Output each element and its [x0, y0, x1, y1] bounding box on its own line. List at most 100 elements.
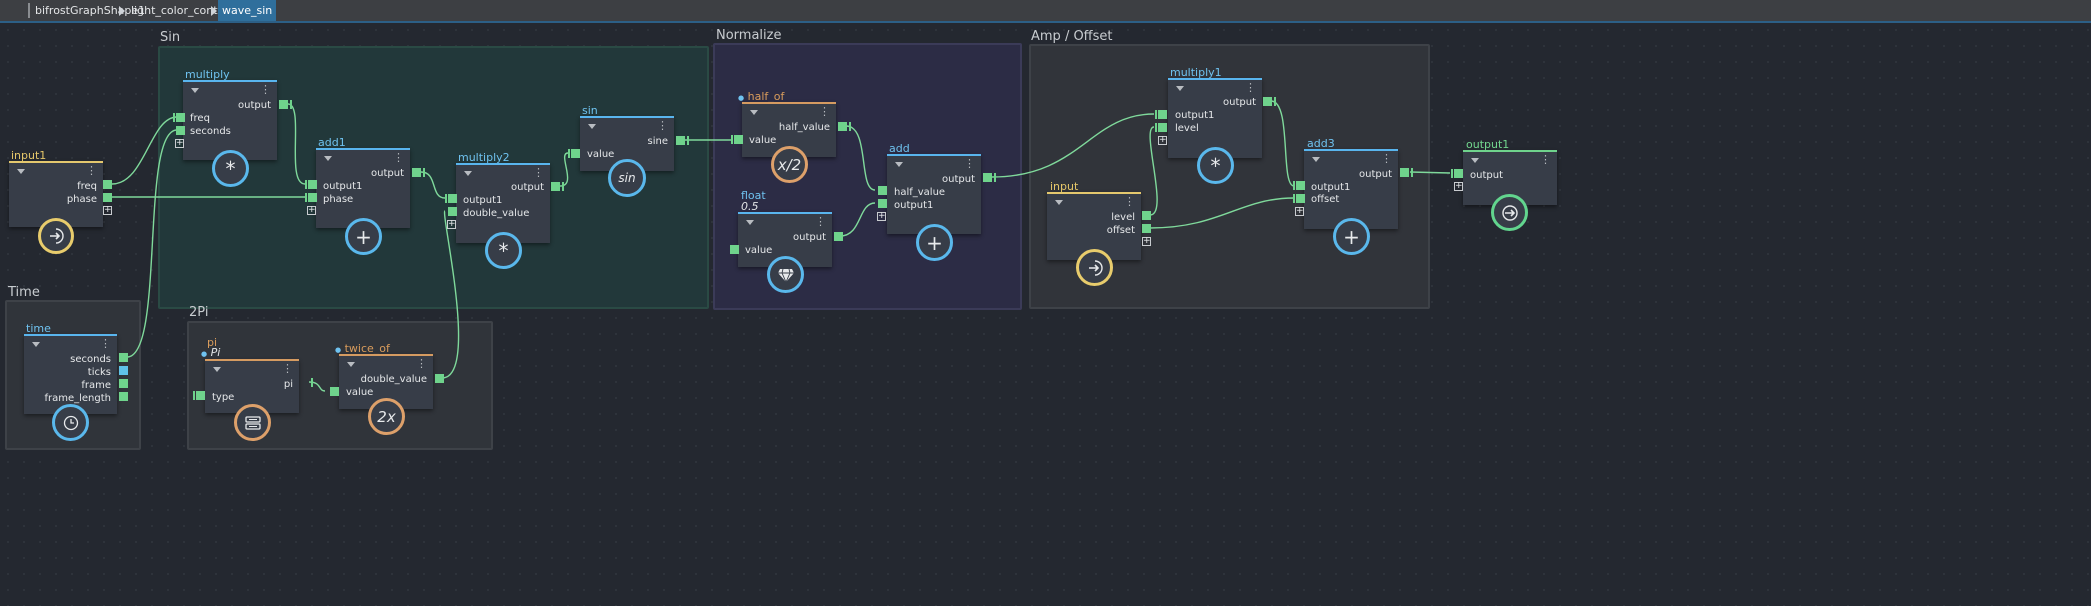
- port-out-output[interactable]: [983, 173, 992, 182]
- breadcrumb-item-current[interactable]: wave_sin: [218, 0, 277, 21]
- add-port-icon[interactable]: +: [103, 205, 112, 215]
- port-out-output[interactable]: [551, 182, 560, 191]
- add-port-icon[interactable]: +: [175, 138, 184, 148]
- port-in-value[interactable]: [730, 245, 739, 254]
- add-port-icon[interactable]: +: [1295, 206, 1304, 216]
- node-time[interactable]: ⋮ seconds ticks frame frame_length: [24, 334, 117, 414]
- collapse-arrow-icon[interactable]: [17, 169, 25, 174]
- sin-icon-label: sin: [618, 171, 636, 185]
- port-array-bar: [173, 113, 175, 122]
- port-out-sine[interactable]: [676, 136, 685, 145]
- port-out-double-value[interactable]: [435, 374, 444, 383]
- node-menu-icon[interactable]: ⋮: [282, 362, 293, 375]
- port-in-output1[interactable]: [1158, 110, 1167, 119]
- node-menu-icon[interactable]: ⋮: [1381, 152, 1392, 165]
- port-in-half-value[interactable]: [878, 186, 887, 195]
- node-add3[interactable]: ⋮ output output1 offset: [1304, 149, 1398, 229]
- port-in-offset[interactable]: [1296, 194, 1305, 203]
- collapse-arrow-icon[interactable]: [1312, 157, 1320, 162]
- node-menu-icon[interactable]: ⋮: [819, 105, 830, 118]
- port-in-value[interactable]: [330, 387, 339, 396]
- node-add[interactable]: ⋮ output half_value output1: [887, 154, 981, 234]
- port-array-bar: [193, 391, 195, 400]
- node-multiply[interactable]: ⋮ output freq seconds: [183, 80, 277, 160]
- wire-twice-output-to-multiply2-double: [441, 210, 460, 379]
- wire-add3-output-to-output1: [1409, 171, 1451, 174]
- port-out-freq[interactable]: [103, 180, 112, 189]
- port-in-seconds[interactable]: [176, 126, 185, 135]
- port-in-level[interactable]: [1158, 123, 1167, 132]
- collapse-arrow-icon[interactable]: [588, 124, 596, 129]
- node-menu-icon[interactable]: ⋮: [1540, 153, 1551, 166]
- port-in-output1[interactable]: [1296, 181, 1305, 190]
- port-out-phase-array[interactable]: [103, 193, 112, 202]
- add-port-icon[interactable]: +: [1158, 135, 1167, 145]
- node-menu-icon[interactable]: ⋮: [533, 166, 544, 179]
- port-out-output[interactable]: [834, 232, 843, 241]
- port-label-sine: sine: [647, 136, 668, 147]
- node-menu-icon[interactable]: ⋮: [1245, 81, 1256, 94]
- collapse-arrow-icon[interactable]: [746, 220, 754, 225]
- collapse-arrow-icon[interactable]: [1471, 158, 1479, 163]
- port-in-output1[interactable]: [308, 180, 317, 189]
- node-menu-icon[interactable]: ⋮: [393, 151, 404, 164]
- collapse-arrow-icon[interactable]: [347, 362, 355, 367]
- node-input1[interactable]: ⋮ freq phase: [9, 161, 103, 227]
- collapse-arrow-icon[interactable]: [191, 88, 199, 93]
- node-add1[interactable]: ⋮ output output1 phase: [316, 148, 410, 228]
- node-menu-icon[interactable]: ⋮: [416, 357, 427, 370]
- node-menu-icon[interactable]: ⋮: [86, 164, 97, 177]
- port-out-output[interactable]: [412, 168, 421, 177]
- node-multiply2[interactable]: ⋮ output output1 double_value: [456, 163, 550, 243]
- port-out-output[interactable]: [1263, 97, 1272, 106]
- collapse-arrow-icon[interactable]: [213, 367, 221, 372]
- port-array-bar: [311, 378, 313, 387]
- collapse-arrow-icon[interactable]: [1176, 86, 1184, 91]
- port-out-half-value[interactable]: [838, 122, 847, 131]
- collapse-arrow-icon[interactable]: [895, 162, 903, 167]
- add-port-icon[interactable]: +: [1142, 236, 1151, 246]
- add-port-icon[interactable]: +: [447, 219, 456, 229]
- node-menu-icon[interactable]: ⋮: [815, 215, 826, 228]
- collapse-arrow-icon[interactable]: [324, 156, 332, 161]
- port-label-frame: frame: [81, 380, 111, 391]
- port-array-bar: [290, 100, 292, 109]
- port-in-freq[interactable]: [176, 113, 185, 122]
- add-port-icon[interactable]: +: [1454, 181, 1463, 191]
- port-in-type[interactable]: [196, 391, 205, 400]
- port-in-output1[interactable]: [878, 199, 887, 208]
- breadcrumb-item-compound[interactable]: light_color_control: [131, 4, 232, 17]
- port-out-ticks[interactable]: [119, 366, 128, 375]
- port-label-output: output: [1359, 169, 1392, 180]
- node-multiply1[interactable]: ⋮ output output1 level: [1168, 78, 1262, 158]
- backdrop-title-time: Time: [8, 285, 40, 300]
- port-in-value[interactable]: [734, 135, 743, 144]
- collapse-arrow-icon[interactable]: [32, 342, 40, 347]
- node-menu-icon[interactable]: ⋮: [657, 119, 668, 132]
- port-in-value[interactable]: [571, 149, 580, 158]
- port-out-output[interactable]: [279, 100, 288, 109]
- port-in-phase[interactable]: [308, 193, 317, 202]
- port-label-phase: phase: [323, 194, 354, 205]
- collapse-arrow-icon[interactable]: [464, 171, 472, 176]
- add-port-icon[interactable]: +: [877, 211, 886, 221]
- port-in-output1[interactable]: [448, 194, 457, 203]
- node-menu-icon[interactable]: ⋮: [260, 83, 271, 96]
- collapse-arrow-icon[interactable]: [1055, 200, 1063, 205]
- port-in-double-value[interactable]: [448, 207, 457, 216]
- port-out-seconds[interactable]: [119, 353, 128, 362]
- breadcrumb-item-graph-shape[interactable]: bifrostGraphShape1: [35, 4, 146, 17]
- node-input[interactable]: ⋮ level offset: [1047, 192, 1141, 260]
- collapse-arrow-icon[interactable]: [750, 110, 758, 115]
- port-out-output[interactable]: [1400, 168, 1409, 177]
- node-menu-icon[interactable]: ⋮: [1124, 195, 1135, 208]
- port-out-level[interactable]: [1142, 211, 1151, 220]
- node-menu-icon[interactable]: ⋮: [964, 157, 975, 170]
- add-port-icon[interactable]: +: [307, 205, 316, 215]
- port-out-frame[interactable]: [119, 379, 128, 388]
- node-menu-icon[interactable]: ⋮: [100, 337, 111, 350]
- port-out-offset[interactable]: [1142, 224, 1151, 233]
- port-out-frame-length[interactable]: [119, 392, 128, 401]
- port-in-output[interactable]: [1454, 169, 1463, 178]
- port-label-half-value: half_value: [894, 187, 946, 198]
